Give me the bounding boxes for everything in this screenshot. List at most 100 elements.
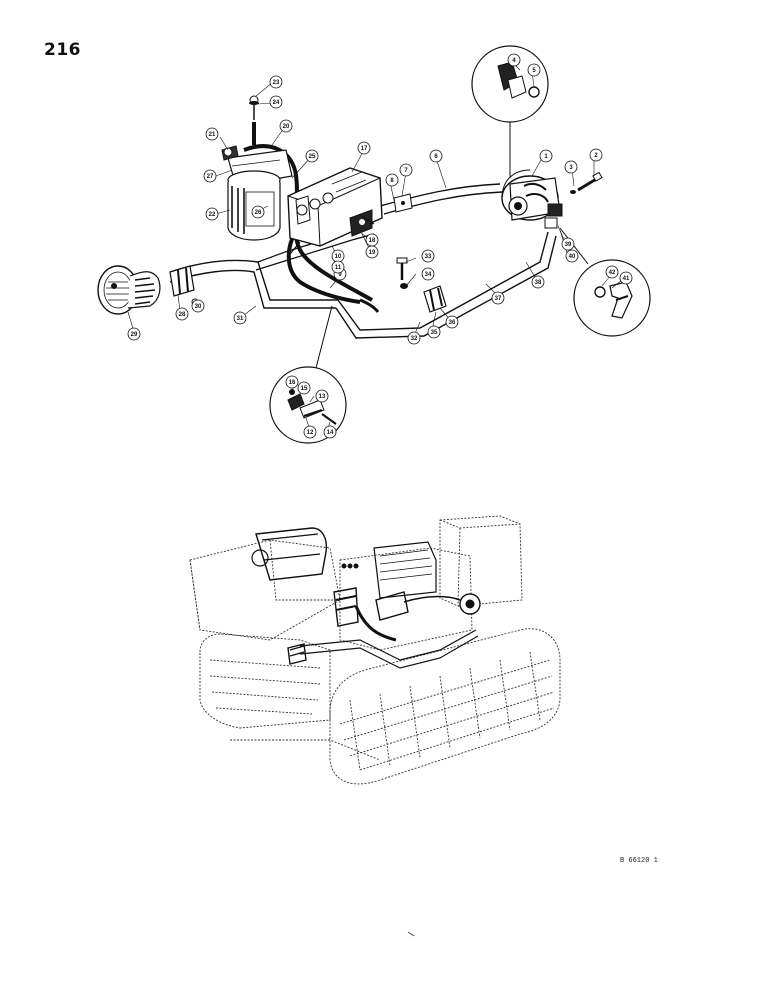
page-number: 216 [44, 40, 81, 60]
svg-text:18: 18 [369, 238, 376, 244]
svg-text:22: 22 [209, 212, 216, 218]
svg-text:17: 17 [361, 146, 368, 152]
svg-text:19: 19 [369, 250, 376, 256]
nut-34 [400, 283, 408, 289]
svg-text:11: 11 [335, 265, 342, 271]
exploded-view: 1 2 3 4 5 6 7 8 9 10 11 12 13 14 15 16 1… [97, 45, 651, 444]
svg-text:42: 42 [609, 270, 616, 276]
svg-text:41: 41 [623, 276, 630, 282]
callout-27: 27 [203, 169, 217, 183]
svg-text:36: 36 [449, 320, 456, 326]
bolt-2 [577, 171, 603, 192]
callout-15: 15 [297, 381, 311, 395]
crawler-tractor [189, 515, 561, 785]
svg-text:1: 1 [544, 154, 548, 160]
tractor-hose [354, 605, 397, 642]
svg-text:20: 20 [283, 124, 290, 130]
callout-23: 23 [269, 75, 283, 89]
pipe-37 [335, 231, 557, 339]
hose-25 [359, 298, 380, 313]
callout-12: 12 [303, 425, 317, 439]
callout-20: 20 [279, 119, 293, 133]
strainer [97, 265, 161, 315]
hose-35 [423, 285, 447, 313]
callout-30: 30 [191, 299, 205, 313]
callout-33: 33 [421, 249, 435, 263]
callout-1: 1 [539, 149, 553, 163]
svg-text:38: 38 [535, 280, 542, 286]
callout-41: 41 [619, 271, 633, 285]
svg-text:33: 33 [425, 254, 432, 260]
svg-text:15: 15 [301, 386, 308, 392]
control-valve [287, 167, 383, 255]
svg-text:16: 16 [289, 380, 296, 386]
callouts: 1 2 3 4 5 6 7 8 9 10 11 12 13 14 15 16 1… [127, 53, 633, 439]
callout-37: 37 [491, 291, 505, 305]
svg-text:40: 40 [569, 254, 576, 260]
seat [255, 527, 328, 581]
callout-21: 21 [205, 127, 219, 141]
filter-assembly [221, 95, 293, 241]
detail-insert-fitting [471, 45, 549, 178]
svg-text:10: 10 [335, 254, 342, 260]
callout-11: 11 [331, 260, 345, 274]
tractor-filter [333, 587, 359, 627]
callout-10: 10 [331, 249, 345, 263]
callout-36: 36 [445, 315, 459, 329]
callout-4: 4 [507, 53, 521, 67]
svg-text:37: 37 [495, 296, 502, 302]
callout-26: 26 [251, 205, 265, 219]
callout-22: 22 [205, 207, 219, 221]
callout-39: 39 [561, 237, 575, 251]
figure-id: B 66120 1 [620, 857, 658, 865]
svg-text:28: 28 [179, 312, 186, 318]
tractor-hydraulic-system [287, 563, 481, 669]
callout-3: 3 [564, 160, 578, 174]
hydraulic-pump [501, 169, 563, 229]
callout-6: 6 [429, 149, 443, 163]
callout-14: 14 [323, 425, 337, 439]
tractor-valve [375, 591, 409, 621]
svg-text:6: 6 [434, 154, 438, 160]
svg-text:29: 29 [131, 332, 138, 338]
detail-insert-clamp [269, 305, 347, 444]
callout-25: 25 [305, 149, 319, 163]
hose-28 [169, 265, 195, 297]
svg-text:27: 27 [207, 174, 214, 180]
leader-lines [127, 61, 623, 431]
svg-text:3: 3 [569, 165, 573, 171]
tractor-strainer [287, 643, 307, 665]
callout-19: 19 [365, 245, 379, 259]
svg-text:9: 9 [338, 272, 342, 278]
svg-text:4: 4 [512, 58, 516, 64]
callout-35: 35 [427, 325, 441, 339]
svg-text:25: 25 [309, 154, 316, 160]
svg-text:24: 24 [273, 100, 280, 106]
callout-18: 18 [365, 233, 379, 247]
svg-text:32: 32 [411, 336, 418, 342]
callout-28: 28 [175, 307, 189, 321]
print-mark [407, 931, 415, 937]
callout-34: 34 [421, 267, 435, 281]
svg-text:23: 23 [273, 80, 280, 86]
clip-7 [393, 193, 413, 213]
svg-text:21: 21 [209, 132, 216, 138]
svg-text:34: 34 [425, 272, 432, 278]
callout-16: 16 [285, 375, 299, 389]
svg-text:14: 14 [327, 430, 334, 436]
callout-17: 17 [357, 141, 371, 155]
callout-2: 2 [589, 148, 603, 162]
svg-text:8: 8 [390, 178, 394, 184]
washer-3 [570, 190, 576, 194]
svg-text:7: 7 [404, 168, 408, 174]
svg-text:5: 5 [532, 68, 536, 74]
svg-text:30: 30 [195, 304, 202, 310]
callout-42: 42 [605, 265, 619, 279]
callout-24: 24 [269, 95, 283, 109]
callout-31: 31 [233, 311, 247, 325]
svg-text:31: 31 [237, 316, 244, 322]
callout-7: 7 [399, 163, 413, 177]
callout-13: 13 [315, 389, 329, 403]
callout-32: 32 [407, 331, 421, 345]
